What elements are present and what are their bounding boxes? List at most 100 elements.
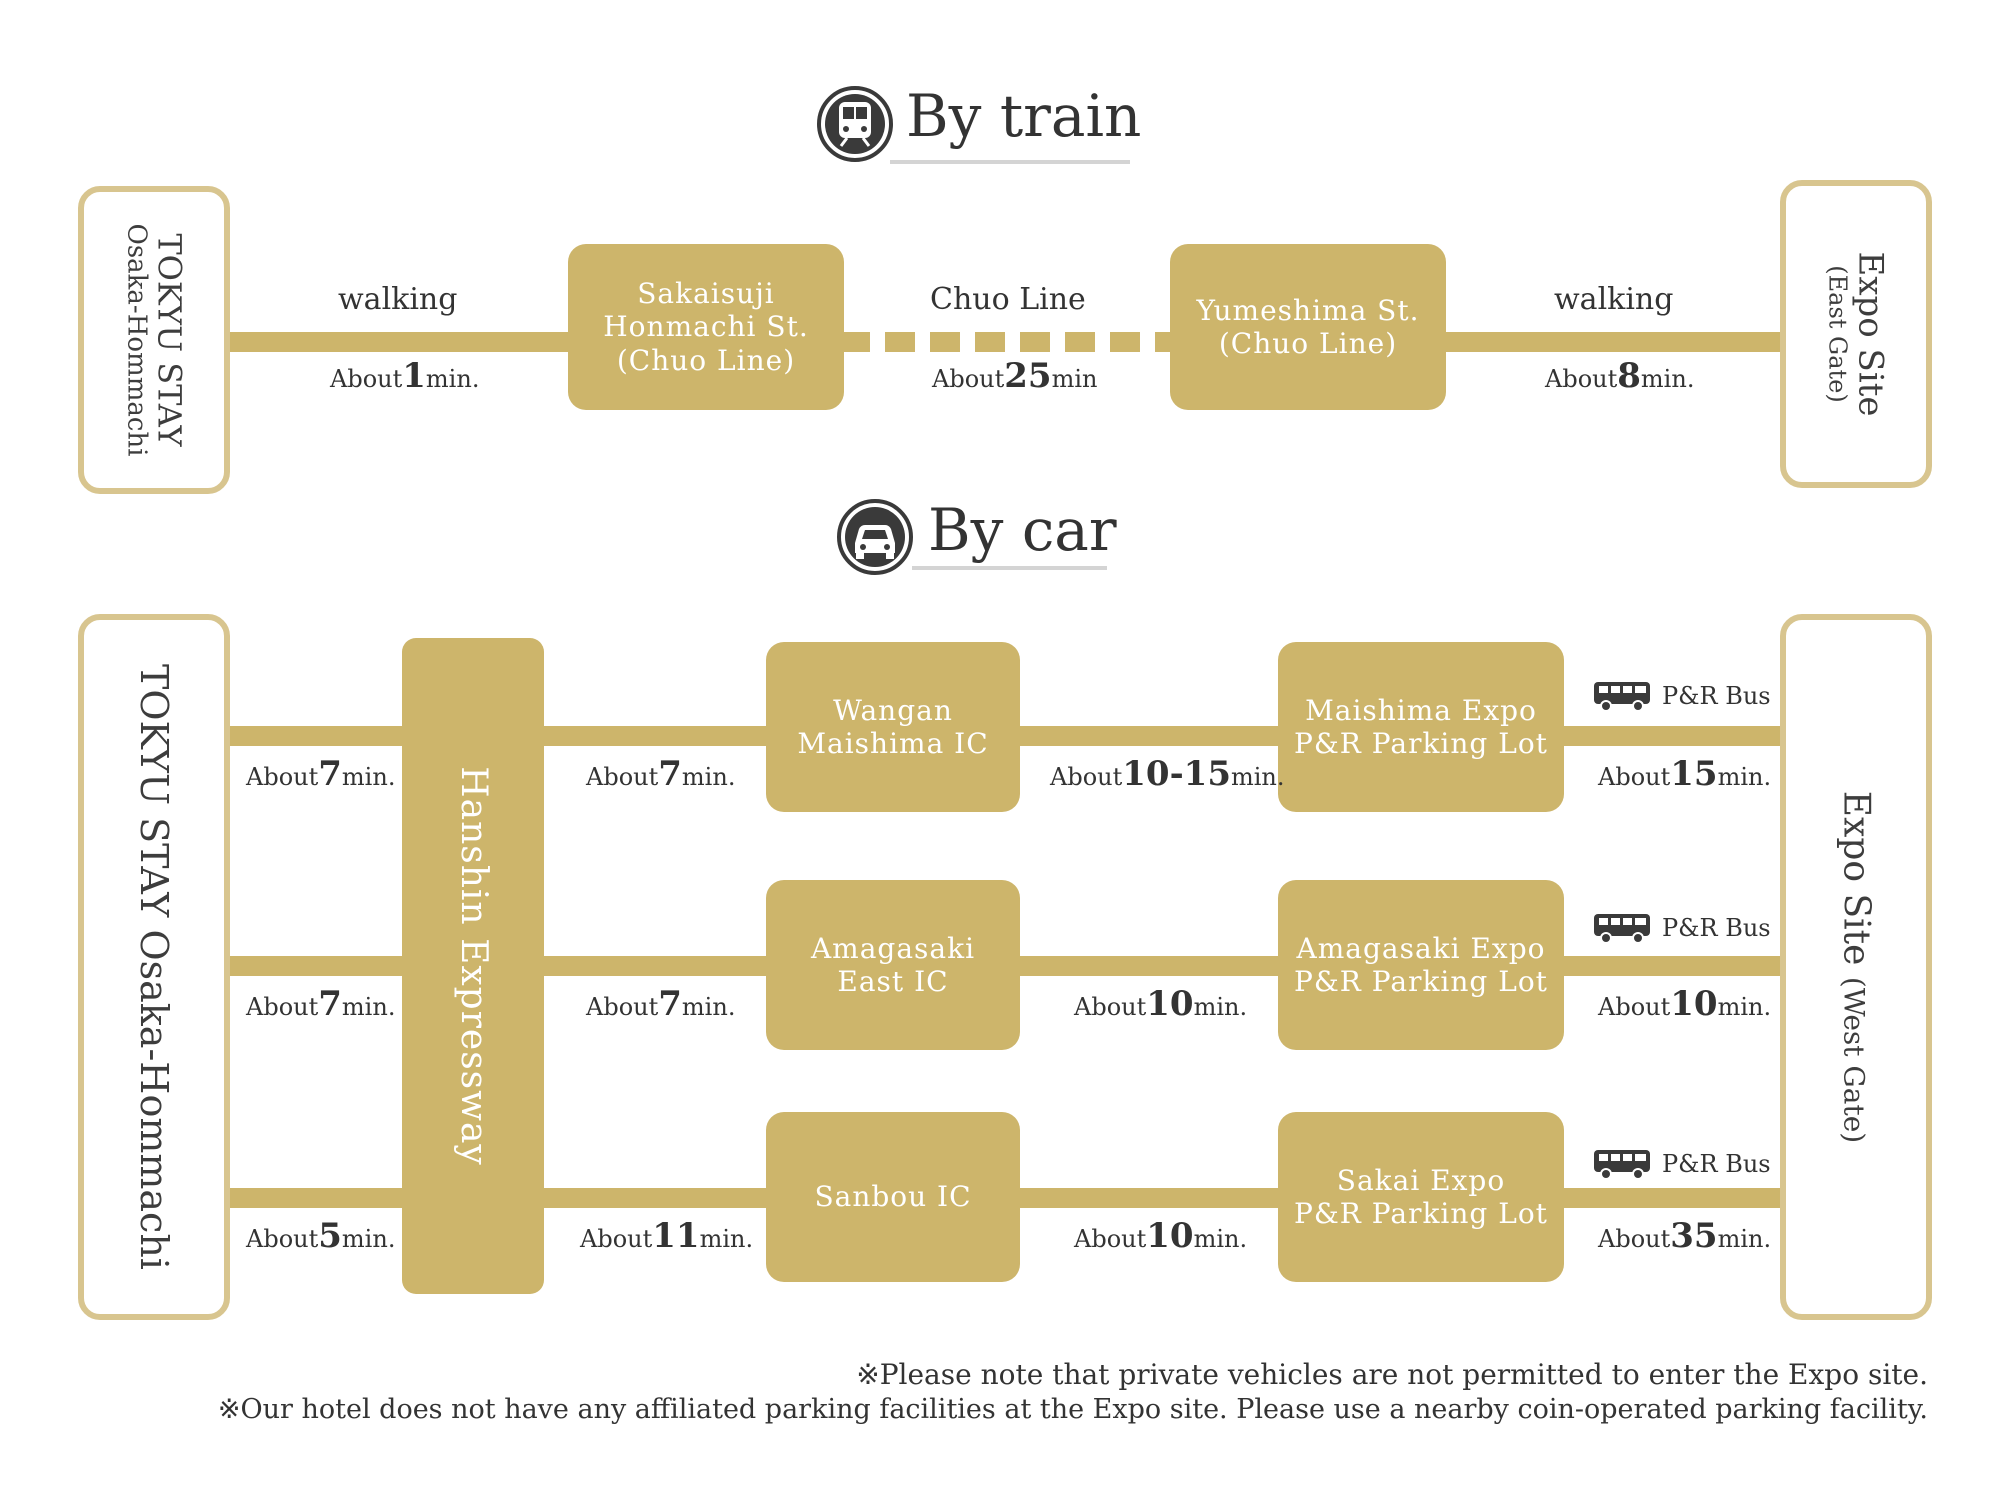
lot-maishima: Maishima Expo P&R Parking Lot xyxy=(1278,642,1564,812)
row2-time-lot-expo: About10min. xyxy=(1598,984,1771,1024)
hanshin-expressway: Hanshin Expressway xyxy=(402,638,544,1294)
ic-amagasaki-east: Amagasaki East IC xyxy=(766,880,1020,1050)
train-start-hotel: TOKYU STAY Osaka-Hommachi xyxy=(78,186,230,494)
time-post: min. xyxy=(1193,993,1248,1021)
time-num: 10 xyxy=(1146,1216,1194,1256)
lot-line2: P&R Parking Lot xyxy=(1294,965,1548,998)
time-post: min. xyxy=(341,763,396,791)
row3-time-ic-lot: About10min. xyxy=(1074,1216,1247,1256)
train-walk-line-1 xyxy=(224,332,574,352)
train-start-line1: TOKYU STAY xyxy=(150,233,189,447)
row1-time-lot-expo: About15min. xyxy=(1598,754,1771,794)
ic-line1: Sanbou IC xyxy=(814,1180,972,1214)
time-pre: About xyxy=(1074,1225,1147,1253)
train-title-underline xyxy=(890,160,1130,164)
lot-line2: P&R Parking Lot xyxy=(1294,727,1548,760)
time-pre: About xyxy=(1050,763,1123,791)
row1-time-expressway-ic: About7min. xyxy=(586,754,735,794)
time-num: 15 xyxy=(1670,754,1718,794)
time-post: min. xyxy=(1717,993,1772,1021)
ic-line2: Maishima IC xyxy=(797,727,989,760)
time-post: min. xyxy=(341,1225,396,1253)
time-pre: About xyxy=(1545,365,1618,393)
lot-line1: Maishima Expo xyxy=(1305,693,1537,727)
time-pre: About xyxy=(246,993,319,1021)
car-icon xyxy=(835,497,915,577)
pr-bus-label-3: P&R Bus xyxy=(1592,1148,1771,1180)
time-num: 10 xyxy=(1146,984,1194,1024)
lot-line1: Amagasaki Expo xyxy=(1296,931,1546,965)
row2-time-hotel-expressway: About7min. xyxy=(246,984,395,1024)
time-pre: About xyxy=(1074,993,1147,1021)
row3-time-expressway-ic: About11min. xyxy=(580,1216,753,1256)
ic-wangan-maishima: Wangan Maishima IC xyxy=(766,642,1020,812)
lot-line1: Sakai Expo xyxy=(1336,1163,1506,1197)
train-chuo-line xyxy=(840,332,1175,352)
time-pre: About xyxy=(1598,993,1671,1021)
bus-icon xyxy=(1594,914,1650,944)
row3-time-hotel-expressway: About5min. xyxy=(246,1216,395,1256)
time-pre: About xyxy=(586,993,659,1021)
car-start-label: TOKYU STAY Osaka-Hommachi xyxy=(132,664,176,1270)
time-post: min. xyxy=(1717,1225,1772,1253)
time-pre: About xyxy=(580,1225,653,1253)
train-end-line1: Expo Site xyxy=(1850,251,1891,417)
station-2-line1: Yumeshima St. xyxy=(1196,293,1420,327)
time-num: 5 xyxy=(318,1216,342,1256)
time-post: min. xyxy=(425,365,480,393)
time-num: 7 xyxy=(318,984,342,1024)
train-seg1-mode: walking xyxy=(338,282,458,317)
ic-line1: Wangan xyxy=(833,693,953,727)
car-title-underline xyxy=(912,566,1107,570)
time-num: 35 xyxy=(1670,1216,1718,1256)
time-pre: About xyxy=(1598,1225,1671,1253)
time-post: min. xyxy=(681,763,736,791)
time-pre: About xyxy=(932,365,1005,393)
time-post: min. xyxy=(1193,1225,1248,1253)
pr-bus-label-2: P&R Bus xyxy=(1592,912,1771,944)
time-post: min. xyxy=(681,993,736,1021)
lot-amagasaki: Amagasaki Expo P&R Parking Lot xyxy=(1278,880,1564,1050)
time-pre: About xyxy=(586,763,659,791)
row2-time-ic-lot: About10min. xyxy=(1074,984,1247,1024)
bus-text: P&R Bus xyxy=(1662,914,1771,942)
train-end-expo: Expo Site (East Gate) xyxy=(1780,180,1932,488)
pr-bus-label-1: P&R Bus xyxy=(1592,680,1771,712)
train-seg2-mode: Chuo Line xyxy=(930,282,1086,317)
car-end-sub: (West Gate) xyxy=(1837,976,1871,1144)
car-end-main: Expo Site xyxy=(1835,790,1877,966)
train-section-title: By train xyxy=(906,82,1142,150)
time-num: 1 xyxy=(402,356,426,396)
time-pre: About xyxy=(246,763,319,791)
station-1-line3: (Chuo Line) xyxy=(616,343,796,377)
expressway-label: Hanshin Expressway xyxy=(453,766,495,1166)
time-post: min xyxy=(1051,365,1098,393)
lot-line2: P&R Parking Lot xyxy=(1294,1197,1548,1230)
time-pre: About xyxy=(330,365,403,393)
station-yumeshima: Yumeshima St. (Chuo Line) xyxy=(1170,244,1446,410)
time-post: min. xyxy=(1717,763,1772,791)
train-walk-line-2 xyxy=(1440,332,1785,352)
station-2-line2: (Chuo Line) xyxy=(1218,327,1398,360)
bus-icon xyxy=(1594,1150,1650,1180)
train-seg3-time: About8min. xyxy=(1545,356,1694,396)
time-num: 7 xyxy=(658,984,682,1024)
time-num: 11 xyxy=(652,1216,700,1256)
car-section-title: By car xyxy=(928,496,1117,564)
time-post: min. xyxy=(1640,365,1695,393)
train-seg3-mode: walking xyxy=(1554,282,1674,317)
bus-text: P&R Bus xyxy=(1662,1150,1771,1178)
car-start-hotel: TOKYU STAY Osaka-Hommachi xyxy=(78,614,230,1320)
ic-sanbou: Sanbou IC xyxy=(766,1112,1020,1282)
time-num: 7 xyxy=(318,754,342,794)
train-end-line2: (East Gate) xyxy=(1823,265,1852,403)
ic-line1: Amagasaki xyxy=(810,931,976,965)
time-pre: About xyxy=(1598,763,1671,791)
ic-line2: East IC xyxy=(837,965,949,998)
time-post: min. xyxy=(699,1225,754,1253)
row2-time-expressway-ic: About7min. xyxy=(586,984,735,1024)
note-no-parking: ※Our hotel does not have any affiliated … xyxy=(217,1394,1928,1425)
row3-time-lot-expo: About35min. xyxy=(1598,1216,1771,1256)
row1-time-hotel-expressway: About7min. xyxy=(246,754,395,794)
bus-text: P&R Bus xyxy=(1662,682,1771,710)
